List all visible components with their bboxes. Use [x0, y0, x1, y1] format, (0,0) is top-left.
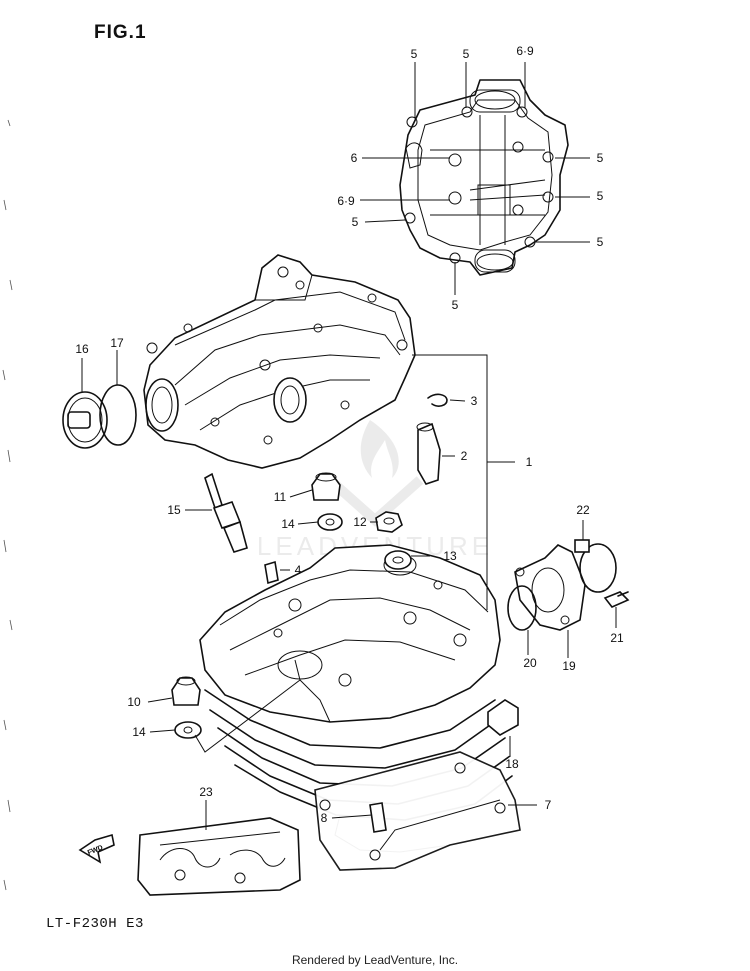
- washer-14-upper: [317, 513, 343, 531]
- bolt-21: [603, 591, 630, 608]
- footer-credit: Rendered by LeadVenture, Inc.: [291, 953, 459, 967]
- callout-15: 15: [167, 503, 181, 517]
- callout-3: 3: [471, 394, 478, 408]
- callout-5: 5: [352, 215, 359, 229]
- callout-6-9: 6·9: [337, 194, 355, 208]
- callout-6: 6: [351, 151, 358, 165]
- cap-16: [62, 391, 108, 449]
- leader-lines: [81, 62, 617, 830]
- callout-6-9: 6·9: [516, 44, 534, 58]
- spark-plug-15: [204, 472, 248, 553]
- fwd-arrow: FWD: [78, 833, 115, 864]
- callout-11: 11: [274, 490, 287, 504]
- callout-14: 14: [132, 725, 146, 739]
- callout-4: 4: [295, 563, 302, 577]
- gasket-set-23: [137, 817, 301, 896]
- callout-5: 5: [411, 47, 418, 61]
- cylinder-head-cover: [143, 254, 416, 469]
- clamp-22: [574, 539, 617, 593]
- dowel-4: [264, 560, 279, 585]
- callout-5: 5: [463, 47, 470, 61]
- callout-21: 21: [610, 631, 624, 645]
- callout-22: 22: [576, 503, 590, 517]
- cap-nut-11: [311, 472, 341, 501]
- washer-14-lower: [174, 721, 202, 739]
- gasket-7: [314, 751, 521, 871]
- callout-16: 16: [75, 342, 89, 356]
- cap-nut-10: [171, 676, 201, 706]
- model-label: LT-F230H E3: [46, 916, 144, 932]
- circlip-3: [427, 393, 448, 407]
- nut-12: [375, 511, 403, 533]
- callout-10: 10: [127, 695, 141, 709]
- o-ring-17: [99, 384, 137, 446]
- gasket-13: [384, 550, 412, 570]
- callout-18: 18: [505, 757, 519, 771]
- callout-5: 5: [597, 235, 604, 249]
- callout-12: 12: [353, 515, 367, 529]
- head-cover-bottom-view: [399, 79, 569, 276]
- callout-5: 5: [452, 298, 459, 312]
- figure-title: FIG.1: [94, 22, 147, 43]
- callout-7: 7: [545, 798, 552, 812]
- callout-17: 17: [110, 336, 124, 350]
- callout-8: 8: [321, 811, 328, 825]
- dowel-8: [369, 802, 387, 833]
- callout-20: 20: [523, 656, 537, 670]
- callout-13: 13: [443, 549, 457, 563]
- callout-5: 5: [597, 189, 604, 203]
- callout-5: 5: [597, 151, 604, 165]
- valve-guide-2: [416, 422, 441, 485]
- scan-edge-noise: [2, 119, 13, 891]
- plug-18: [487, 699, 519, 736]
- callout-1: 1: [526, 455, 533, 469]
- intake-pipe-19: [514, 544, 586, 631]
- callout-19: 19: [562, 659, 576, 673]
- callout-2: 2: [461, 449, 468, 463]
- o-ring-20: [507, 585, 537, 631]
- callout-23: 23: [199, 785, 213, 799]
- callout-14: 14: [281, 517, 295, 531]
- callout-numbers: 5 5 6·9 6 5 6·9 5 5 5 5 16 17 3 2 1 11 1…: [75, 44, 624, 825]
